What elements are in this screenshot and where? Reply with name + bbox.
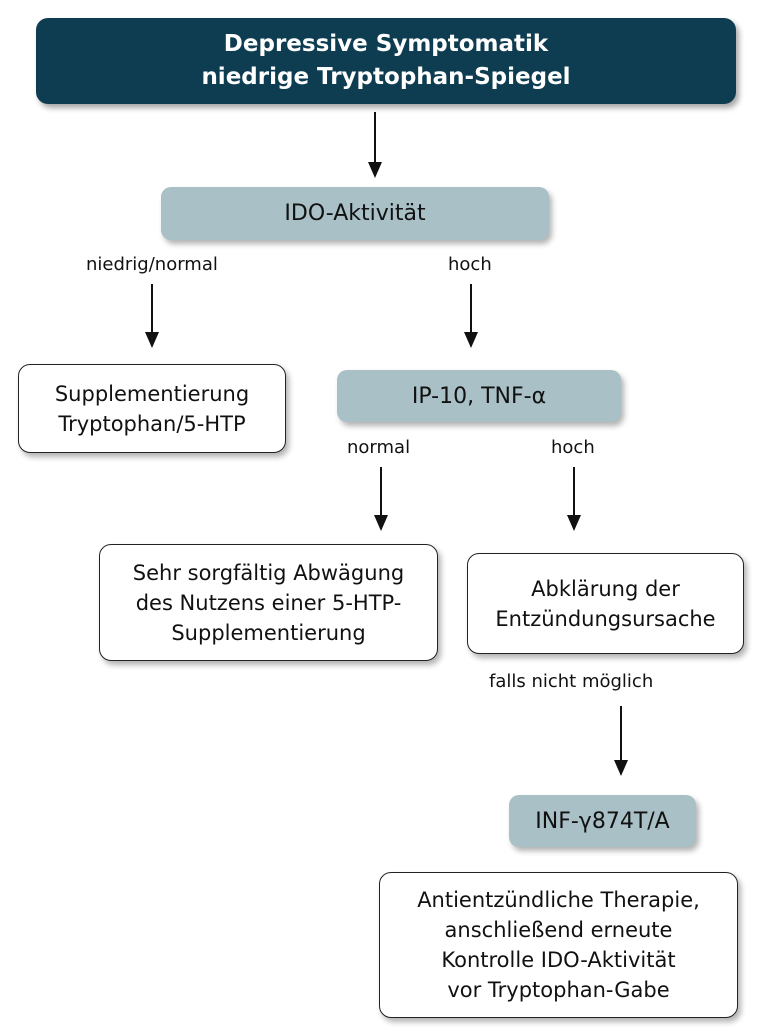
arrow-clarify-to-inf [614,706,628,776]
node-text: Kontrolle IDO-Aktivität [441,948,676,972]
node-text: anschließend erneute [444,918,673,942]
arrow-ip10-to-careful [374,467,388,531]
edge-label-ido-low: niedrig/normal [86,254,218,275]
edge-label-ip-normal: normal [347,437,411,458]
arrow-ido-to-supplement [145,284,159,348]
node-text: IDO-Aktivität [284,201,426,226]
node-text: Antientzündliche Therapie, [417,888,700,912]
arrow-ido-to-ip10 [464,284,478,348]
node-text: Supplementierung [54,381,250,406]
node-text: IP-10, TNF-α [411,383,547,409]
node-abklaerung: Abklärung der Entzündungsursache [467,553,744,654]
node-depressive-symptomatik: Depressive Symptomatik niedrige Tryptoph… [36,18,736,104]
node-text: INF-γ874T/A [535,808,670,834]
edge-label-ip-high: hoch [551,437,595,458]
node-antientzuendliche-therapie: Antientzündliche Therapie, anschließend … [379,872,738,1018]
node-ip10-tnf: IP-10, TNF-α [337,370,621,422]
node-text: niedrige Tryptophan-Spiegel [201,64,571,90]
edge-label-ido-high: hoch [448,254,492,275]
node-supplementierung: Supplementierung Tryptophan/5-HTP [18,364,286,453]
edge-label-not-possible: falls nicht möglich [489,671,654,692]
node-sorgfaeltige-abwaegung: Sehr sorgfältig Abwägung des Nutzens ein… [99,544,438,661]
node-text: Depressive Symptomatik [223,31,549,57]
node-text: des Nutzens einer 5-HTP- [135,590,402,615]
node-text: Entzündungsursache [495,606,716,631]
arrow-ip10-to-clarify [567,467,581,531]
node-text: Sehr sorgfältig Abwägung [132,560,405,585]
node-text: vor Tryptophan-Gabe [447,978,670,1002]
node-inf-gamma: INF-γ874T/A [509,795,696,847]
node-text: Tryptophan/5-HTP [58,411,246,436]
arrow-top-to-ido [368,112,382,178]
node-text: Supplementierung [171,620,366,645]
node-ido-aktivitaet: IDO-Aktivität [161,187,549,240]
node-text: Abklärung der [531,576,680,601]
